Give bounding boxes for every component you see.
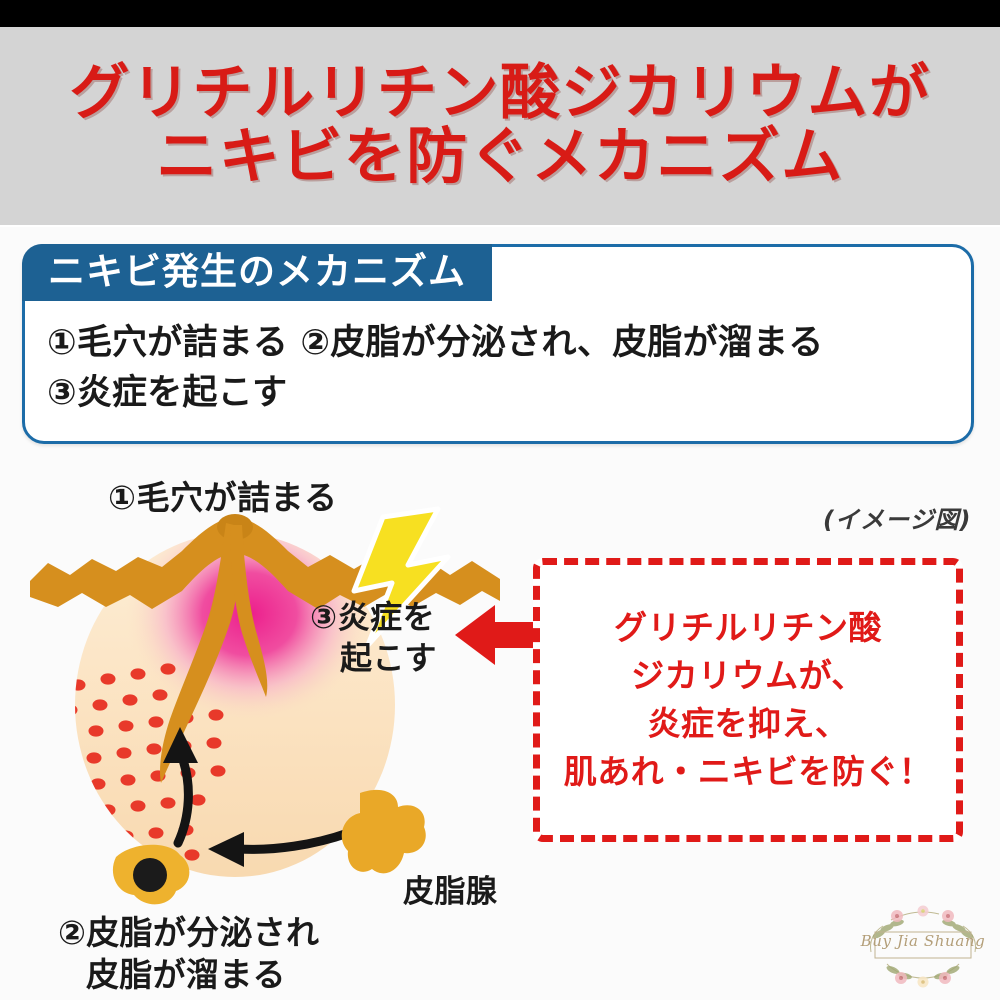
benefit-line-1: グリチルリチン酸 [614,607,882,647]
mechanism-line-1: ①毛穴が詰まる ②皮脂が分泌され、皮脂が溜まる [47,323,824,363]
watermark-text: Buy Jia Shuang [860,932,986,950]
page-header: グリチルリチン酸ジカリウムが ニキビを防ぐメカニズム [0,27,1000,227]
caption-step-2-line-1: ②皮脂が分泌され [58,913,320,952]
caption-step-3: ③炎症を 起こす [310,597,437,679]
hair-follicle-plug [160,523,268,783]
benefit-line-3: 炎症を抑え、 [647,704,849,743]
top-black-bar [0,0,1000,27]
benefit-callout-box: グリチルリチン酸 ジカリウムが、 炎症を抑え、 肌あれ・ニキビを防ぐ！ [533,558,963,842]
sebum-flow-arrow-up [163,727,198,848]
mechanism-box: ニキビ発生のメカニズム ①毛穴が詰まる ②皮脂が分泌され、皮脂が溜まる ③炎症を… [22,244,974,444]
caption-step-2: ②皮脂が分泌され 皮脂が溜まる [58,912,319,996]
left-arrow-icon [455,605,550,665]
caption-step-3-line-2: 起こす [340,638,437,677]
sebum-flow-arrow-left [208,828,353,867]
image-note-label: (イメージ図) [823,506,972,534]
watermark: Buy Jia Shuang [853,898,993,990]
header-title-line1: グリチルリチン酸ジカリウムが [69,57,931,128]
skin-pore-illustration [30,506,500,905]
mechanism-box-ribbon-label: ニキビ発生のメカニズム [22,244,492,302]
benefit-callout-text: グリチルリチン酸 ジカリウムが、 炎症を抑え、 肌あれ・ニキビを防ぐ！ [564,604,933,797]
floral-wreath-icon [870,905,976,988]
lightning-bolt-icon [351,506,451,648]
sebaceous-gland-right [341,789,426,874]
caption-step-1: ①毛穴が詰まる [108,478,338,517]
caption-sebaceous-gland: 皮脂腺 [403,874,498,910]
benefit-line-4: 肌あれ・ニキビを防ぐ！ [563,752,933,792]
caption-step-2-line-2: 皮脂が溜まる [86,955,286,995]
caption-step-3-line-1: ③炎症を [310,598,436,636]
mechanism-line-2: ③炎症を起こす [47,372,288,413]
benefit-line-2: ジカリウムが、 [631,655,865,695]
sebaceous-gland-left [112,844,190,905]
mechanism-box-body: ①毛穴が詰まる ②皮脂が分泌され、皮脂が溜まる ③炎症を起こす [47,319,957,418]
header-title-line2: ニキビを防ぐメカニズム [156,121,844,193]
